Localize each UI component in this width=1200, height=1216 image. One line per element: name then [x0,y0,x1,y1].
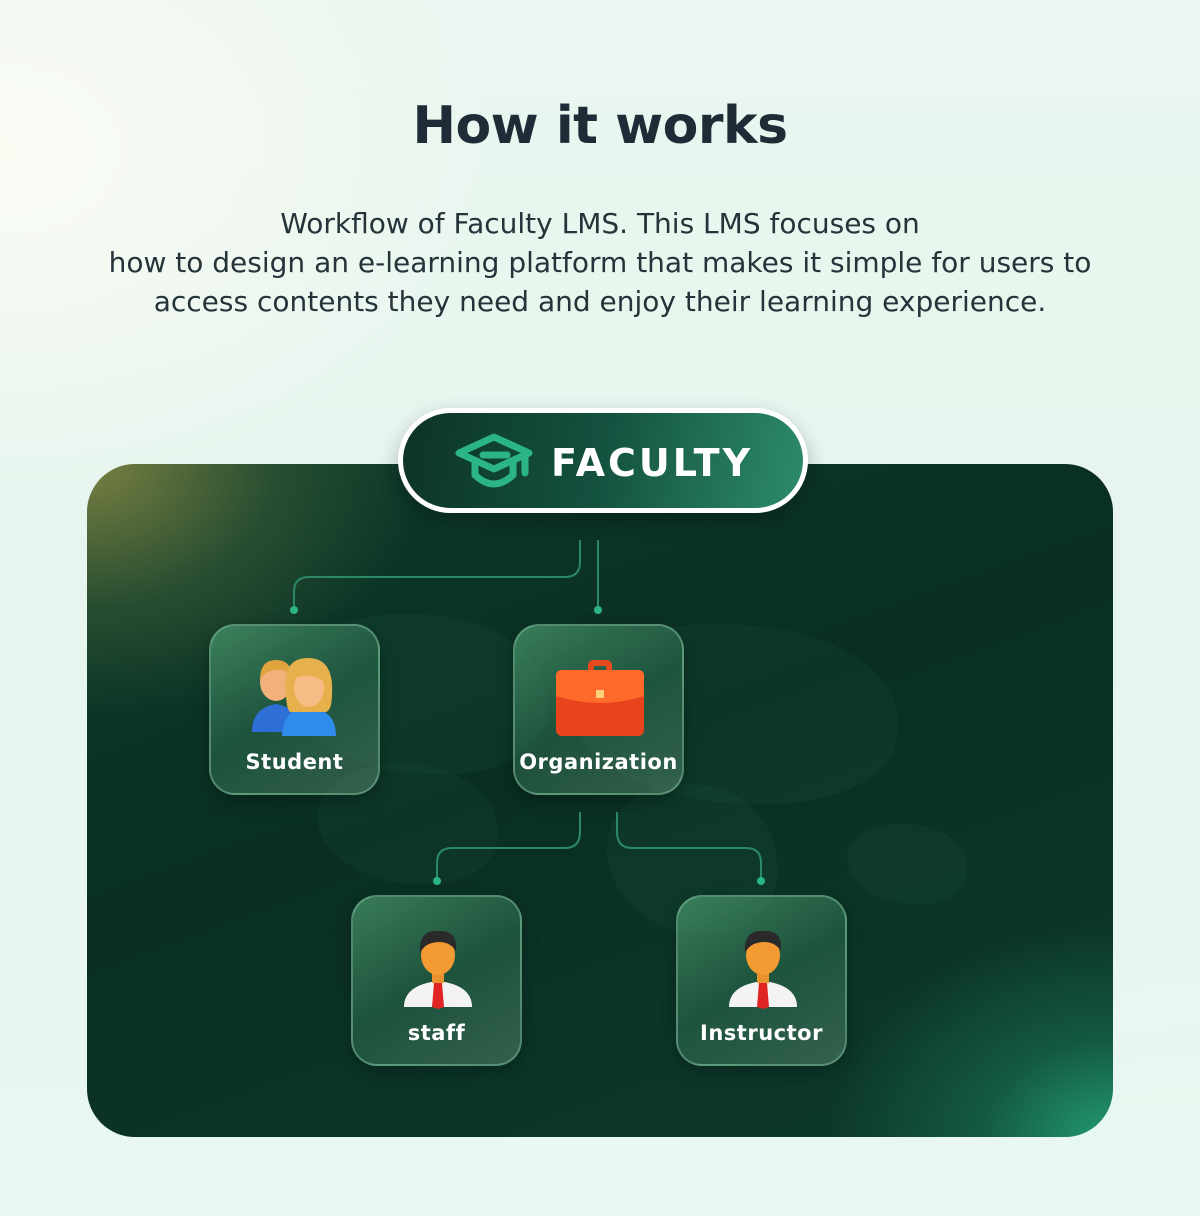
description-line-2: how to design an e-learning platform tha… [108,246,1092,279]
node-student-label: Student [245,750,344,774]
node-organization-label: Organization [519,750,678,774]
page-title: How it works [412,96,788,156]
faculty-badge-label: FACULTY [551,441,754,485]
faculty-badge: FACULTY [398,408,808,513]
node-student: Student [209,624,380,795]
node-instructor: Instructor [676,895,847,1066]
graduation-cap-logo-icon [455,433,533,488]
node-staff-label: staff [407,1021,466,1045]
description-line-1: Workflow of Faculty LMS. This LMS focuse… [280,207,920,240]
briefcase-icon [556,660,644,736]
description: Workflow of Faculty LMS. This LMS focuse… [60,204,1140,321]
node-staff: staff [351,895,522,1066]
person-icon [729,930,797,1009]
world-map-decoration [847,824,967,904]
node-organization: Organization [513,624,684,795]
workflow-panel [87,464,1113,1137]
users-icon [252,658,336,736]
description-line-3: access contents they need and enjoy thei… [153,285,1047,318]
person-icon [404,930,472,1009]
node-instructor-label: Instructor [700,1021,823,1045]
